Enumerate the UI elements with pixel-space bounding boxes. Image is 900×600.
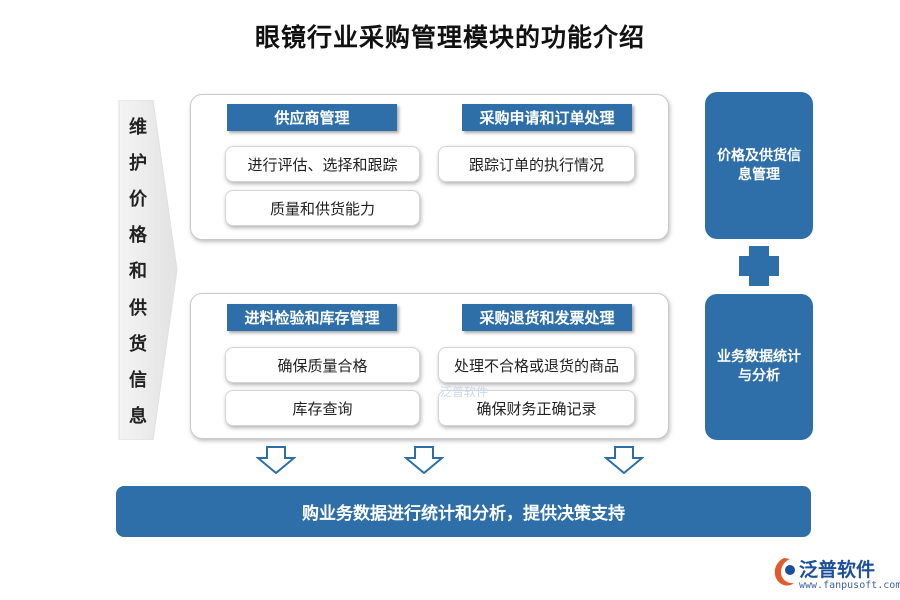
financial-record-item: 确保财务正确记录 [438, 390, 635, 426]
down-arrow-icon [256, 446, 296, 474]
left-label-char: 护 [129, 153, 147, 175]
inspection-inventory-header: 进料检验和库存管理 [227, 304, 397, 331]
decision-support-bar: 购业务数据进行统计和分析，提供决策支持 [116, 486, 811, 537]
left-label-char: 货 [129, 333, 147, 355]
business-data-analysis-label: 业务数据统计与分析 [717, 349, 801, 384]
ensure-quality-item: 确保质量合格 [225, 347, 420, 383]
logo-name: 泛普软件 [799, 559, 876, 581]
track-order-execution-item: 跟踪订单的执行情况 [438, 146, 635, 182]
down-arrow-icon [604, 446, 644, 474]
down-arrow-icon [404, 446, 444, 474]
left-arrow-shape [118, 100, 178, 440]
plus-icon-horizontal [739, 256, 779, 276]
left-vertical-label: 维 护 价 格 和 供 货 信 息 [121, 108, 155, 433]
returns-invoice-header: 采购退货和发票处理 [462, 304, 632, 331]
price-supply-info-label: 价格及供货信息管理 [717, 147, 801, 183]
left-label-char: 价 [129, 189, 147, 211]
purchase-order-header: 采购申请和订单处理 [462, 104, 632, 131]
evaluate-select-track-item: 进行评估、选择和跟踪 [225, 146, 420, 182]
left-label-char: 息 [129, 405, 147, 427]
decision-support-text: 购业务数据进行统计和分析，提供决策支持 [302, 504, 625, 524]
left-label-char: 和 [129, 261, 147, 283]
business-data-analysis-block: 业务数据统计与分析 [705, 294, 813, 440]
left-label-char: 格 [129, 225, 147, 247]
fanpu-logo-icon [774, 558, 795, 586]
watermark-text: 泛普软件 [440, 385, 489, 399]
inventory-query-item: 库存查询 [225, 390, 420, 426]
left-label-char: 供 [129, 297, 147, 319]
price-supply-info-block: 价格及供货信息管理 [705, 92, 813, 239]
logo-url: www.fanpusoft.com [799, 580, 900, 591]
left-label-char: 信 [129, 369, 147, 391]
page-title: 眼镜行业采购管理模块的功能介绍 [254, 23, 645, 52]
supplier-management-header: 供应商管理 [227, 104, 397, 131]
left-label-char: 维 [129, 117, 147, 139]
handle-returns-item: 处理不合格或退货的商品 [438, 347, 635, 383]
quality-supply-capacity-item: 质量和供货能力 [225, 190, 420, 226]
